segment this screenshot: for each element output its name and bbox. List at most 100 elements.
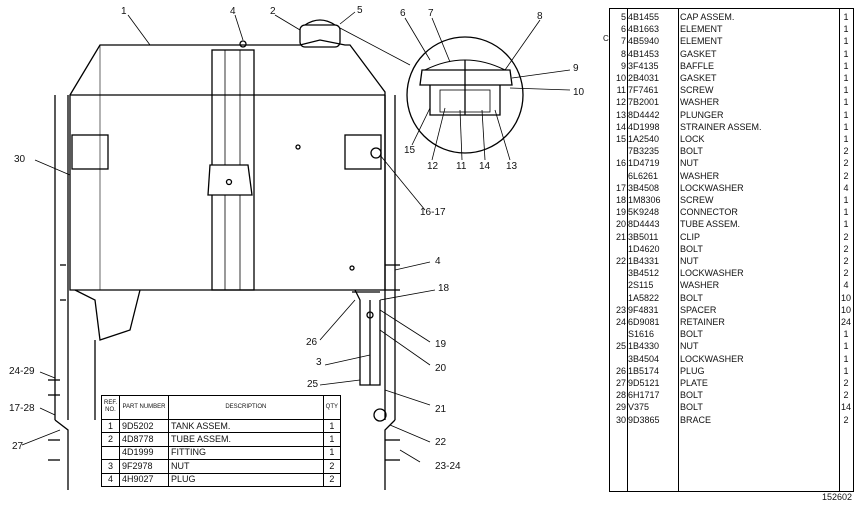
part-number-cell: 3B5011 bbox=[628, 231, 659, 242]
description-cell: GASKET bbox=[680, 73, 717, 83]
ref-cell: 12 bbox=[615, 97, 626, 108]
description-cell: BOLT bbox=[680, 243, 703, 254]
ref-cell: 27 bbox=[615, 378, 626, 388]
qty-cell: 4 bbox=[843, 280, 849, 291]
part-number-cell: 1A2540 bbox=[628, 134, 660, 144]
description-cell: ELEMENT bbox=[680, 24, 723, 35]
callout-20: 20 bbox=[435, 363, 447, 374]
description-cell: LOCK bbox=[680, 134, 705, 144]
qty-cell: 1 bbox=[843, 353, 849, 364]
callout-25: 25 bbox=[307, 379, 319, 390]
qty-cell: 1 bbox=[843, 207, 849, 218]
header-part-number: PART NUMBER bbox=[119, 395, 170, 420]
description-cell: BOLT bbox=[680, 292, 703, 303]
description-cell: BOLT bbox=[680, 146, 703, 157]
description-cell: SCREW bbox=[680, 85, 714, 96]
leader-lines bbox=[21, 11, 571, 463]
callout-16-17: 16-17 bbox=[420, 207, 446, 218]
callout-7: 7 bbox=[428, 8, 434, 19]
callout-19: 19 bbox=[435, 339, 447, 350]
part-number-cell: 7B2001 bbox=[628, 97, 660, 108]
ref-cell: 6 bbox=[620, 24, 626, 35]
part-number-cell: 4H9027 bbox=[119, 472, 170, 488]
callout-4-lower: 4 bbox=[435, 256, 441, 267]
ref-cell: 3 bbox=[100, 459, 121, 474]
qty-cell: 1 bbox=[843, 134, 849, 144]
callout-4: 4 bbox=[230, 6, 236, 17]
qty-cell: 14 bbox=[841, 402, 852, 413]
callout-23-24: 23-24 bbox=[435, 461, 461, 472]
description-cell: LOCKWASHER bbox=[680, 268, 744, 279]
callout-26: 26 bbox=[306, 337, 318, 348]
qty-cell: 1 bbox=[843, 48, 849, 59]
qty-cell: 2 bbox=[843, 390, 849, 401]
qty-cell: 2 bbox=[843, 146, 849, 157]
qty-cell: 1 bbox=[843, 329, 849, 340]
qty-cell: 1 bbox=[843, 219, 849, 230]
qty-cell: 1 bbox=[843, 12, 849, 22]
description-cell: TUBE ASSEM. bbox=[680, 219, 741, 230]
part-number-cell: 3B4512 bbox=[628, 268, 660, 279]
part-number-cell: 4B1453 bbox=[628, 48, 660, 59]
part-number-cell: 9D5121 bbox=[628, 378, 660, 388]
description-cell: NUT bbox=[680, 256, 699, 266]
ref-cell: 4 bbox=[100, 472, 121, 488]
qty-cell: 2 bbox=[843, 268, 849, 279]
callout-6: 6 bbox=[400, 8, 406, 19]
description-cell: WASHER bbox=[680, 170, 720, 181]
qty-cell: 1 bbox=[843, 85, 849, 96]
ref-cell: 22 bbox=[615, 256, 626, 266]
ref-cell: 15 bbox=[615, 134, 626, 144]
part-number-cell: 4D1998 bbox=[628, 121, 660, 132]
qty-cell: 2 bbox=[322, 472, 342, 488]
callout-15: 15 bbox=[404, 145, 416, 156]
description-cell: NUT bbox=[680, 158, 699, 169]
qty-cell: 1 bbox=[843, 365, 849, 376]
description-cell: BOLT bbox=[680, 329, 703, 340]
part-number-cell: 1D4620 bbox=[628, 243, 660, 254]
part-number-cell: 8D4443 bbox=[628, 219, 660, 230]
ref-cell: 1 bbox=[100, 418, 121, 434]
part-number-cell: 3F4135 bbox=[628, 60, 659, 71]
qty-cell: 1 bbox=[843, 341, 849, 352]
description-cell: BAFFLE bbox=[680, 60, 715, 71]
qty-cell: 10 bbox=[841, 304, 852, 315]
description-cell: CAP ASSEM. bbox=[680, 12, 735, 22]
ref-cell: 8 bbox=[620, 48, 626, 59]
qty-cell: 1 bbox=[843, 24, 849, 35]
column-divider bbox=[627, 9, 628, 491]
description-cell: STRAINER ASSEM. bbox=[680, 121, 762, 132]
ref-cell: 19 bbox=[615, 207, 626, 218]
ref-cell: 7 bbox=[620, 36, 626, 47]
ref-cell: 2 bbox=[100, 432, 121, 447]
qty-cell: 1 bbox=[843, 195, 849, 205]
callout-22: 22 bbox=[435, 437, 447, 448]
description-cell: PLUG bbox=[168, 472, 324, 488]
part-number-cell: 6L6261 bbox=[628, 170, 659, 181]
callout-30: 30 bbox=[14, 154, 26, 165]
description-cell: TANK ASSEM. bbox=[168, 418, 324, 434]
qty-cell: 1 bbox=[322, 432, 342, 447]
callout-13: 13 bbox=[506, 161, 518, 172]
callout-5: 5 bbox=[357, 5, 363, 16]
ref-cell: 17 bbox=[615, 182, 626, 193]
description-cell: PLUG bbox=[680, 365, 705, 376]
ref-cell: 30 bbox=[615, 414, 626, 425]
table-header-row: REF. NO. PART NUMBER DESCRIPTION QTY bbox=[100, 395, 342, 420]
ref-cell: 29 bbox=[615, 402, 626, 413]
callout-8: 8 bbox=[537, 11, 543, 22]
